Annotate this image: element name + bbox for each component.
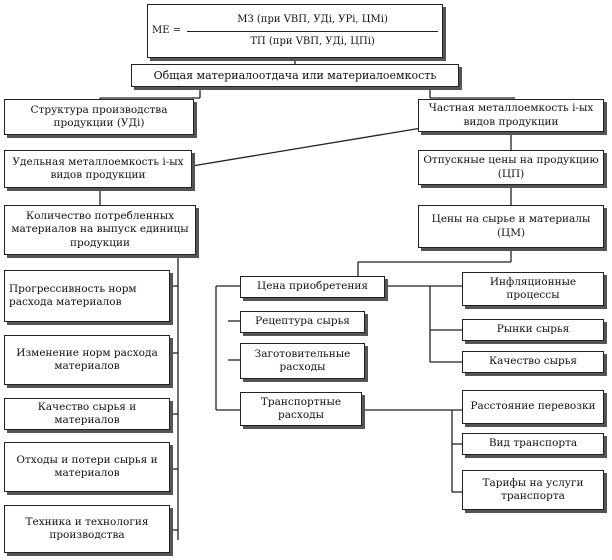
left-factor-label: Техника и технология производства [25, 515, 149, 541]
right-factor-label: Рынки сырья [496, 323, 570, 336]
consumed-materials-label: Количество потребленных материалов на вы… [11, 210, 189, 249]
sale-prices-box: Отпускные цены на продукцию (ЦП) [418, 150, 604, 185]
formula-lhs: МЕ = [152, 24, 182, 36]
mid-factor-box: Рецептура сырья [240, 311, 365, 333]
production-structure-box: Структура производства продукции (УДi) [4, 99, 194, 135]
left-factor-box: Изменение норм расхода материалов [4, 335, 170, 385]
right-factor-label: Расстояние перевозки [470, 400, 596, 413]
left-factor-box: Качество сырья и материалов [4, 398, 170, 430]
specific-metal-box: Удельная металлоемкость i-ых видов проду… [4, 150, 192, 188]
right-factor-box: Расстояние перевозки [462, 390, 604, 424]
right-factor-label: Тарифы на услуги транспорта [482, 476, 584, 502]
mid-factor-box: Цена приобретения [240, 276, 385, 298]
overall-material-label: Общая материалоотдача или материалоемкос… [153, 68, 437, 82]
partial-metal-box: Частная металлоемкость i-ых видов продук… [418, 99, 604, 132]
mid-factor-label: Рецептура сырья [255, 315, 350, 328]
formula-denominator: ТП (при VВП, УДi, ЦПi) [250, 35, 375, 47]
fraction-bar [187, 30, 438, 32]
left-factor-box: Техника и технология производства [4, 505, 170, 553]
left-factor-box: Отходы и потери сырья и материалов [4, 442, 170, 492]
mid-factor-label: Заготовительные расходы [254, 347, 351, 373]
consumed-materials-box: Количество потребленных материалов на вы… [4, 205, 196, 255]
left-factor-label: Изменение норм расхода материалов [16, 346, 158, 372]
overall-material-box: Общая материалоотдача или материалоемкос… [131, 64, 459, 87]
right-factor-box: Вид транспорта [462, 433, 604, 455]
specific-metal-label: Удельная металлоемкость i-ых видов проду… [12, 155, 184, 181]
partial-metal-label: Частная металлоемкость i-ых видов продук… [428, 102, 594, 128]
left-factor-box: Прогрессивность норм расхода материалов [4, 270, 170, 322]
left-factor-label: Отходы и потери сырья и материалов [16, 453, 158, 479]
right-factor-label: Инфляционные процессы [489, 275, 577, 301]
mid-factor-box: Заготовительные расходы [240, 343, 365, 379]
right-factor-box: Инфляционные процессы [462, 272, 604, 306]
left-factor-label: Качество сырья и материалов [37, 400, 137, 426]
right-factor-box: Рынки сырья [462, 319, 604, 341]
mid-factor-label: Цена приобретения [257, 280, 368, 293]
right-factor-label: Вид транспорта [488, 437, 578, 450]
left-factor-label: Прогрессивность норм расхода материалов [9, 282, 137, 308]
formula-box: МЕ = МЗ (при VВП, УДi, УРi, ЦМi) ТП (при… [147, 4, 443, 58]
formula-numerator: МЗ (при VВП, УДi, УРi, ЦМi) [237, 14, 388, 25]
mid-factor-label: Транспортные расходы [260, 395, 342, 421]
mid-factor-box: Транспортные расходы [240, 392, 362, 426]
right-factor-label: Качество сырья [488, 355, 578, 368]
right-factor-box: Качество сырья [462, 351, 604, 373]
raw-prices-box: Цены на сырье и материалы (ЦМ) [418, 205, 604, 248]
raw-prices-label: Цены на сырье и материалы (ЦМ) [431, 213, 591, 239]
production-structure-label: Структура производства продукции (УДi) [30, 103, 168, 129]
sale-prices-label: Отпускные цены на продукцию (ЦП) [423, 154, 599, 180]
right-factor-box: Тарифы на услуги транспорта [462, 470, 604, 510]
